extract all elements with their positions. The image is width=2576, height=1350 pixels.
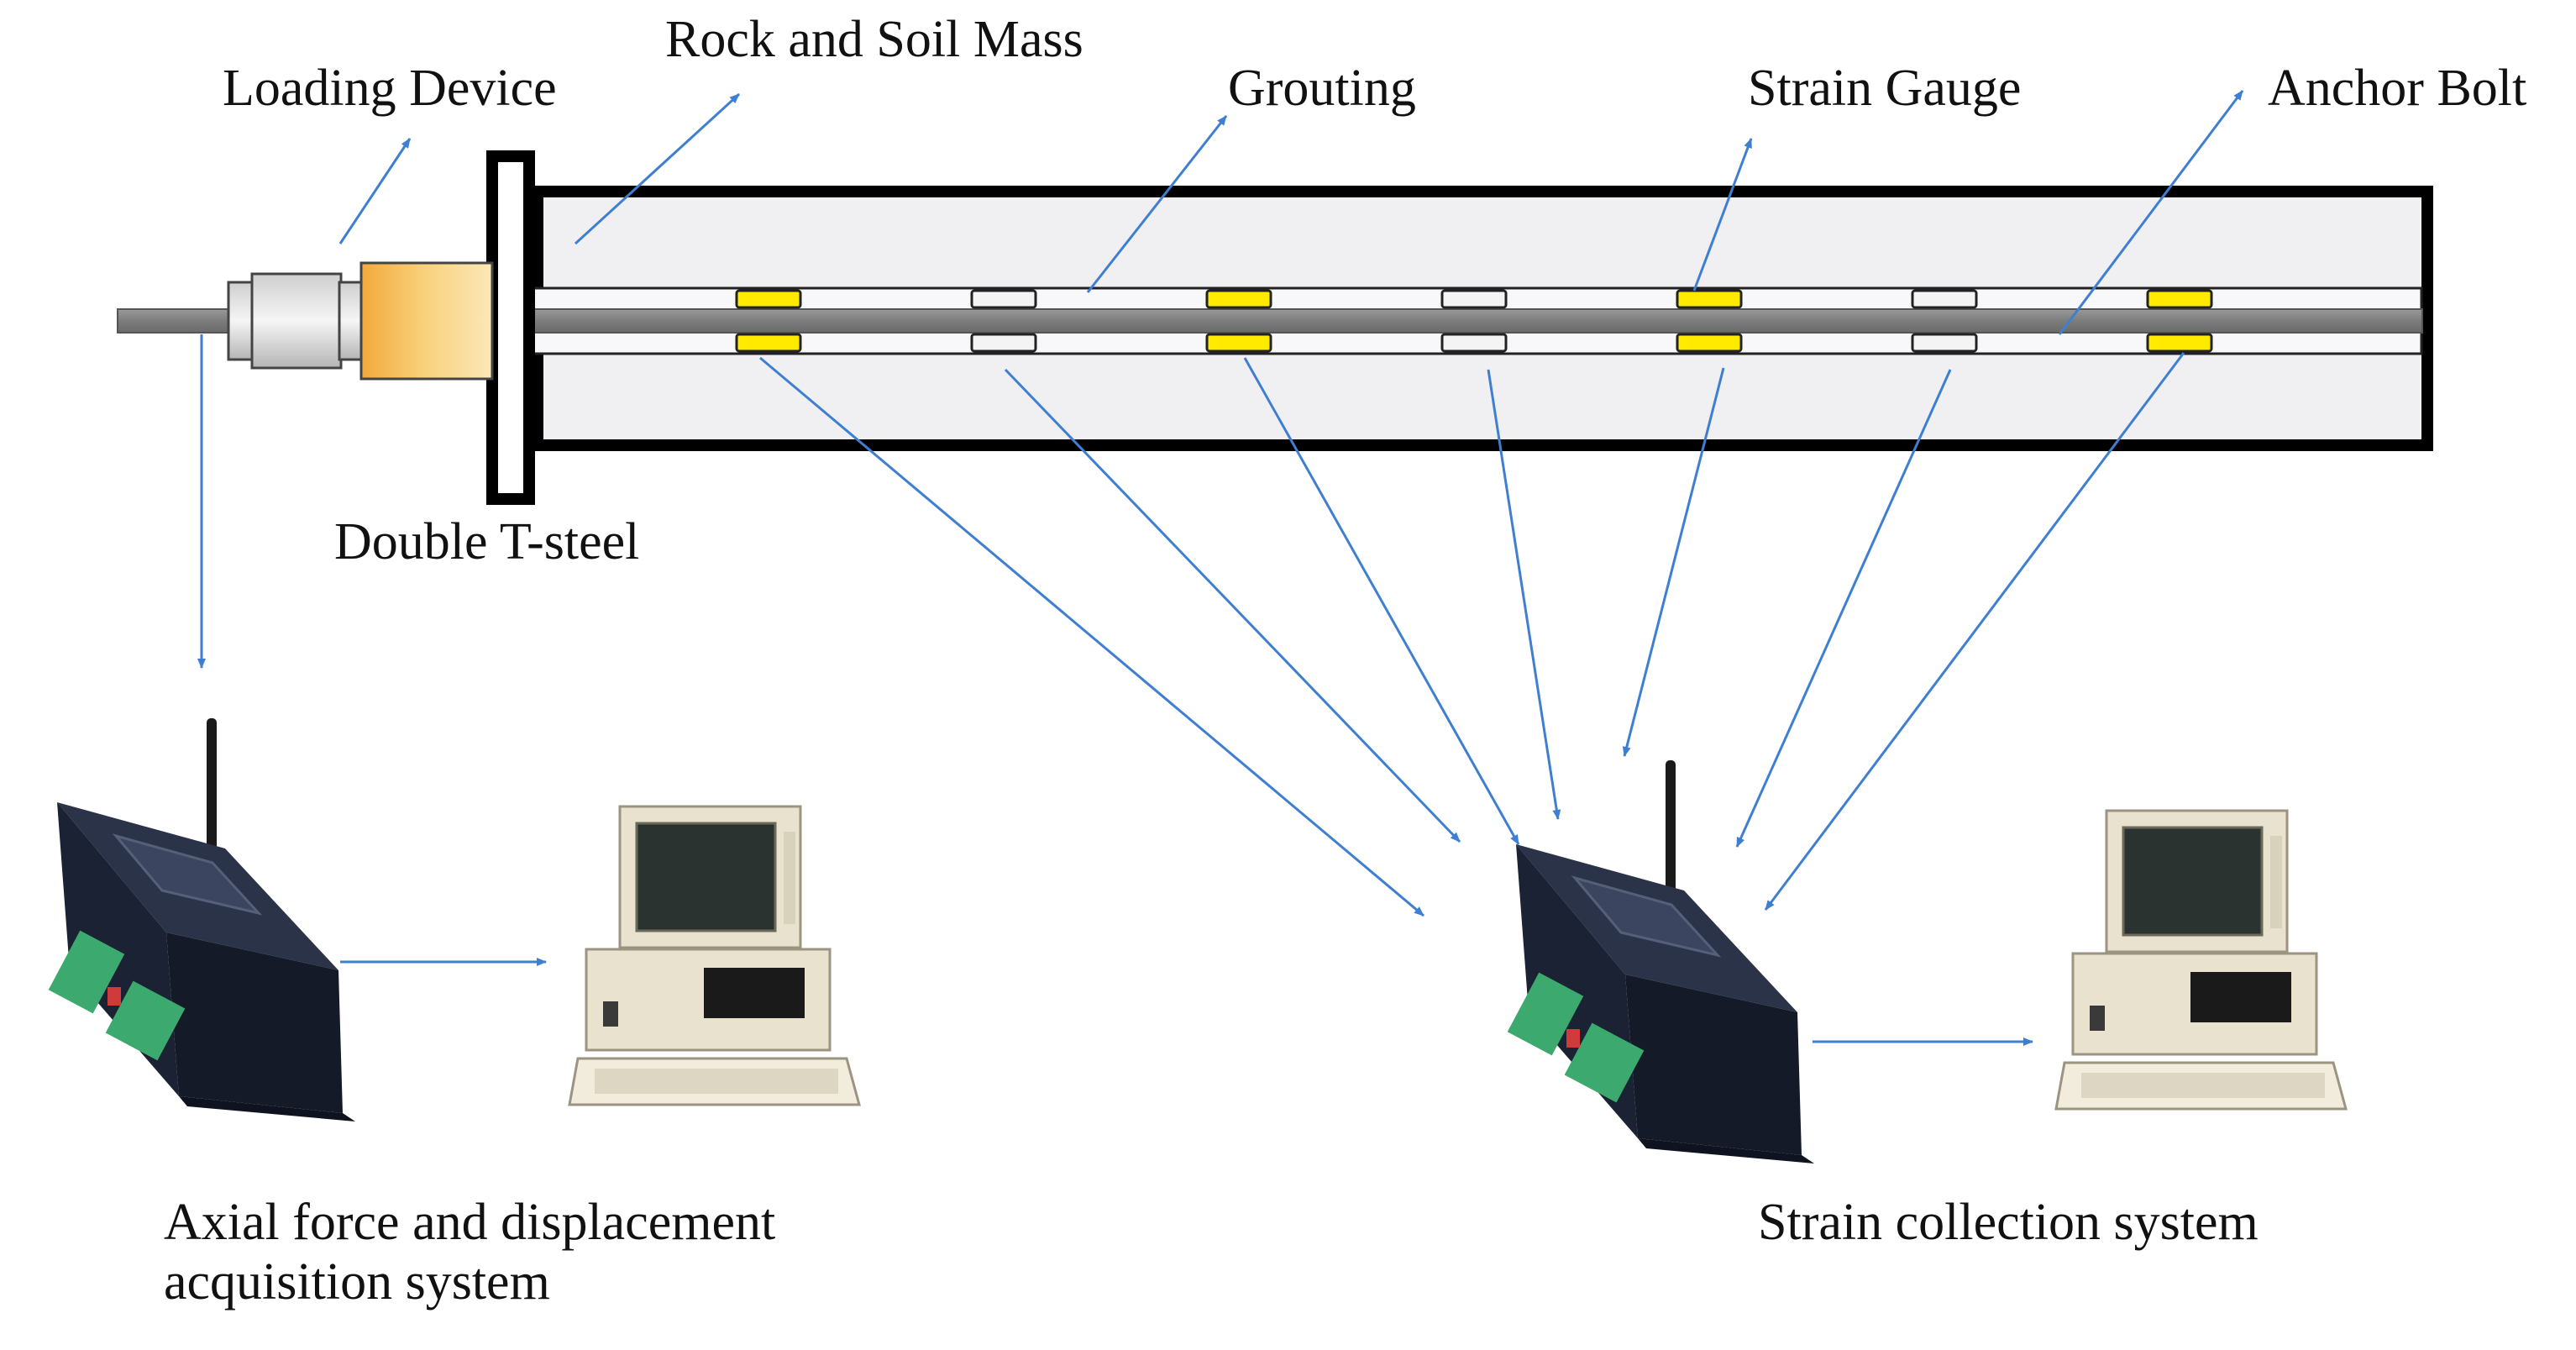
strain-gauge <box>1205 289 1272 309</box>
desktop-computer-icon <box>2054 809 2348 1111</box>
grout-block <box>1440 333 1508 353</box>
label-double-t-steel: Double T-steel <box>334 513 640 570</box>
label-grouting: Grouting <box>1228 60 1416 117</box>
label-axial-acquisition-system: Axial force and displacement acquisition… <box>164 1193 775 1313</box>
double-t-steel <box>486 150 535 505</box>
desktop-computer-icon <box>568 805 861 1106</box>
label-rock-soil-mass: Rock and Soil Mass <box>665 11 1083 68</box>
strain-gauge <box>2146 289 2213 309</box>
label-loading-device: Loading Device <box>223 60 557 117</box>
strain-gauge <box>1676 333 1743 353</box>
label-axial-line-2: acquisition system <box>164 1253 550 1311</box>
grout-block <box>1911 289 1978 309</box>
strain-gauge <box>735 289 802 309</box>
grout-blocks <box>970 289 1978 353</box>
strain-gauges <box>735 289 2213 353</box>
label-anchor-bolt: Anchor Bolt <box>2268 60 2527 117</box>
strain-gauge <box>1676 289 1743 309</box>
grout-block <box>970 289 1037 309</box>
data-logger-icon <box>1507 760 1814 1164</box>
grout-block <box>1911 333 1978 353</box>
label-strain-gauge: Strain Gauge <box>1748 60 2022 117</box>
loading-device <box>227 261 494 381</box>
data-logger-icon <box>48 718 355 1121</box>
strain-gauge <box>735 333 802 353</box>
label-arrows <box>338 90 2244 335</box>
strain-gauge <box>1205 333 1272 353</box>
label-axial-line-1: Axial force and displacement <box>164 1194 776 1251</box>
grout-block <box>1440 289 1508 309</box>
grout-block <box>970 333 1037 353</box>
strain-gauge <box>2146 333 2213 353</box>
signal-arrows <box>197 334 2185 1046</box>
label-strain-collection-system: Strain collection system <box>1758 1194 2259 1251</box>
